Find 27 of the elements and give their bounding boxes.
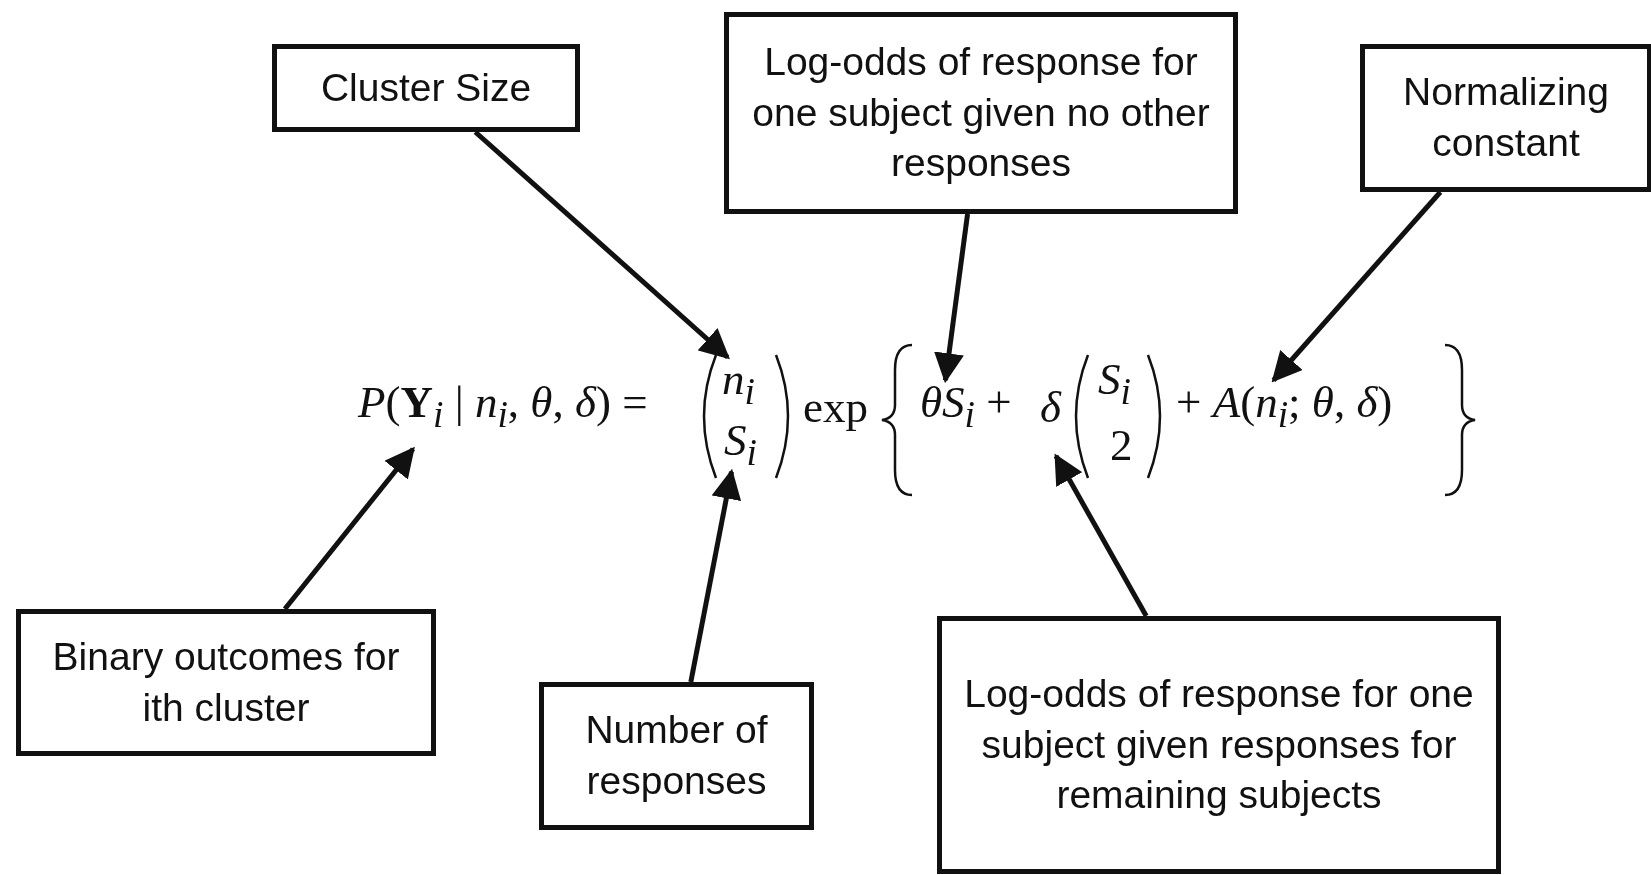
- equation-term: S$_{i}$: [724, 418, 757, 472]
- callout-box: [1360, 44, 1651, 192]
- callout-text: Binary outcomes for ith cluster: [51, 633, 401, 731]
- equation-term: n$_{i}$: [722, 357, 755, 411]
- leader-arrow: [1271, 190, 1443, 383]
- callout-box: [539, 682, 814, 830]
- leader-arrow: [688, 468, 742, 683]
- equation-term: + A(n$_{i}$; θ, δ): [1176, 380, 1393, 434]
- equation-term: 2: [1110, 422, 1133, 468]
- equation-term: S$_{i}$: [1098, 357, 1131, 411]
- callout-box: [937, 616, 1501, 874]
- callout-box: [272, 44, 580, 132]
- equation-term: P(Y$_{i}$ | n$_{i}$, θ, δ) =: [358, 380, 648, 434]
- callout-text: Cluster Size: [320, 64, 532, 111]
- callout-text: Log-odds of response for one subject given no other responses: [751, 38, 1211, 187]
- leader-arrow: [934, 213, 971, 384]
- callout-box: [16, 609, 436, 756]
- leader-arrow: [282, 446, 415, 611]
- equation-term: δ: [1040, 384, 1061, 430]
- leader-arrow: [473, 130, 730, 360]
- callout-text: Log-odds of response for one subject given responses for remaining subjects: [963, 670, 1475, 819]
- callout-text: Normalizing constant: [1402, 69, 1610, 166]
- leader-arrow: [1053, 453, 1149, 618]
- equation-term: exp: [803, 384, 868, 430]
- equation-term: θS$_{i}$ +: [920, 380, 1012, 434]
- callout-box: [724, 12, 1238, 214]
- callout-text: Number of responses: [584, 707, 769, 804]
